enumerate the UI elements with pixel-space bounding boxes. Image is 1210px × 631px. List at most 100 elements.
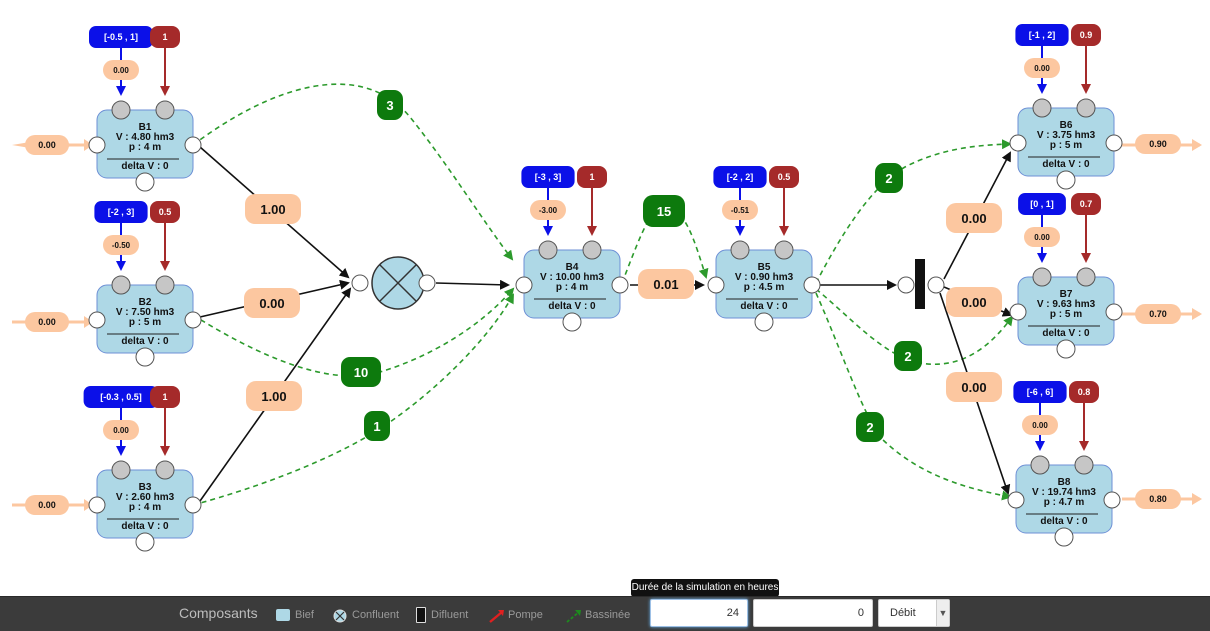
- delay-pill-b5-b6[interactable]: 2: [875, 163, 903, 193]
- top-port[interactable]: [1032, 267, 1052, 287]
- input-port[interactable]: [1007, 491, 1025, 509]
- max-pill[interactable]: 0.8: [1069, 381, 1099, 451]
- tool-reach[interactable]: Bief: [276, 607, 314, 623]
- max-pill[interactable]: 1: [577, 166, 607, 236]
- delay-link-b1-b4[interactable]: [192, 83, 514, 261]
- output-port[interactable]: [1105, 303, 1123, 321]
- top-port[interactable]: [155, 275, 175, 295]
- setpoint-pill[interactable]: 0.00: [1024, 58, 1060, 78]
- mode-select[interactable]: Débit ▼: [878, 599, 950, 627]
- setpoint-pill[interactable]: 0.00: [1022, 415, 1058, 435]
- output-port[interactable]: [184, 496, 202, 514]
- bottom-port[interactable]: [1056, 170, 1076, 190]
- delay-pill-b1-b4[interactable]: 3: [377, 90, 403, 120]
- input-port[interactable]: [88, 311, 106, 329]
- output-port[interactable]: [803, 276, 821, 294]
- duration-input[interactable]: 24: [650, 599, 748, 627]
- max-pill[interactable]: 1: [150, 386, 180, 456]
- confluence-node[interactable]: [351, 256, 436, 310]
- tool-confluence[interactable]: Confluent: [333, 607, 399, 623]
- flow-pill-b4-b5[interactable]: 0.01: [638, 269, 694, 299]
- input-port[interactable]: [88, 496, 106, 514]
- output-port[interactable]: [184, 136, 202, 154]
- input-port[interactable]: [707, 276, 725, 294]
- top-port[interactable]: [1076, 98, 1096, 118]
- tool-lock[interactable]: Bassinée: [566, 607, 630, 623]
- delay-pill-b5-b7[interactable]: 2: [894, 341, 922, 371]
- top-port[interactable]: [538, 240, 558, 260]
- max-pill[interactable]: 0.7: [1071, 193, 1101, 263]
- setpoint-pill[interactable]: 0.00: [103, 420, 139, 440]
- inflow-b3[interactable]: 0.00: [12, 495, 93, 515]
- top-port[interactable]: [155, 460, 175, 480]
- input-port[interactable]: [88, 136, 106, 154]
- delay-pill-b2-b4[interactable]: 10: [341, 357, 381, 387]
- max-pill[interactable]: 0.5: [150, 201, 180, 271]
- output-port[interactable]: [1105, 134, 1123, 152]
- bottom-port[interactable]: [754, 312, 774, 332]
- output-port[interactable]: [611, 276, 629, 294]
- bottom-port[interactable]: [135, 172, 155, 192]
- setpoint-pill[interactable]: -0.51: [722, 200, 758, 220]
- delay-link-b5-b7[interactable]: [815, 288, 1014, 366]
- top-port[interactable]: [582, 240, 602, 260]
- bottom-port[interactable]: [135, 347, 155, 367]
- flow-pill-b3-conf[interactable]: 1.00: [246, 381, 302, 411]
- input-port[interactable]: [1009, 134, 1027, 152]
- flow-pill-div-b7[interactable]: 0.00: [946, 287, 1002, 317]
- input-port[interactable]: [515, 276, 533, 294]
- top-port[interactable]: [155, 100, 175, 120]
- setpoint-pill[interactable]: 0.00: [103, 60, 139, 80]
- inflow-b2[interactable]: 0.00: [12, 312, 93, 332]
- top-port[interactable]: [111, 100, 131, 120]
- setpoint-pill[interactable]: 0.00: [1024, 227, 1060, 247]
- flow-pill-div-b8[interactable]: 0.00: [946, 372, 1002, 402]
- chevron-down-icon[interactable]: ▼: [936, 600, 949, 626]
- top-port[interactable]: [111, 460, 131, 480]
- flow-link-conf-b4[interactable]: [435, 279, 510, 290]
- delay-pill-b4-b5[interactable]: 15: [643, 195, 685, 227]
- top-port[interactable]: [1030, 455, 1050, 475]
- tool-diffluence[interactable]: Difluent: [416, 607, 468, 623]
- inflow-b1[interactable]: 0.00: [12, 135, 93, 155]
- outflow-b7[interactable]: 0.70: [1122, 304, 1202, 324]
- delay-link-b5-b6[interactable]: [815, 139, 1012, 284]
- max-pill[interactable]: 0.9: [1071, 24, 1101, 94]
- flow-pill-b2-conf[interactable]: 0.00: [244, 288, 300, 318]
- max-pill[interactable]: 1: [150, 26, 180, 96]
- top-port[interactable]: [1076, 267, 1096, 287]
- input-port[interactable]: [1009, 303, 1027, 321]
- outflow-b8[interactable]: 0.80: [1122, 489, 1202, 509]
- output-port[interactable]: [184, 311, 202, 329]
- delay-link-b3-b4[interactable]: [192, 293, 514, 506]
- setpoint-pill[interactable]: -0.50: [103, 235, 139, 255]
- max-pill[interactable]: 0.5: [769, 166, 799, 236]
- value-input[interactable]: 0: [753, 599, 873, 627]
- bottom-port[interactable]: [562, 312, 582, 332]
- setpoint-pill[interactable]: -3.00: [530, 200, 566, 220]
- delay-pill-b5-b8[interactable]: 2: [856, 412, 884, 442]
- top-port[interactable]: [111, 275, 131, 295]
- top-port[interactable]: [730, 240, 750, 260]
- top-port[interactable]: [1074, 455, 1094, 475]
- bottom-port[interactable]: [1056, 339, 1076, 359]
- bottom-port[interactable]: [1054, 527, 1074, 547]
- bottom-port[interactable]: [135, 532, 155, 552]
- tool-pump[interactable]: Pompe: [489, 607, 543, 623]
- top-port[interactable]: [774, 240, 794, 260]
- outflow-b6[interactable]: 0.90: [1122, 134, 1202, 154]
- top-port[interactable]: [1032, 98, 1052, 118]
- output-port[interactable]: [1103, 491, 1121, 509]
- diffluence-node[interactable]: [897, 259, 945, 309]
- flow-pill-div-b6[interactable]: 0.00: [946, 203, 1002, 233]
- delay-pill-b3-b4[interactable]: 1: [364, 411, 390, 441]
- flow-pill-b1-conf[interactable]: 1.00: [245, 194, 301, 224]
